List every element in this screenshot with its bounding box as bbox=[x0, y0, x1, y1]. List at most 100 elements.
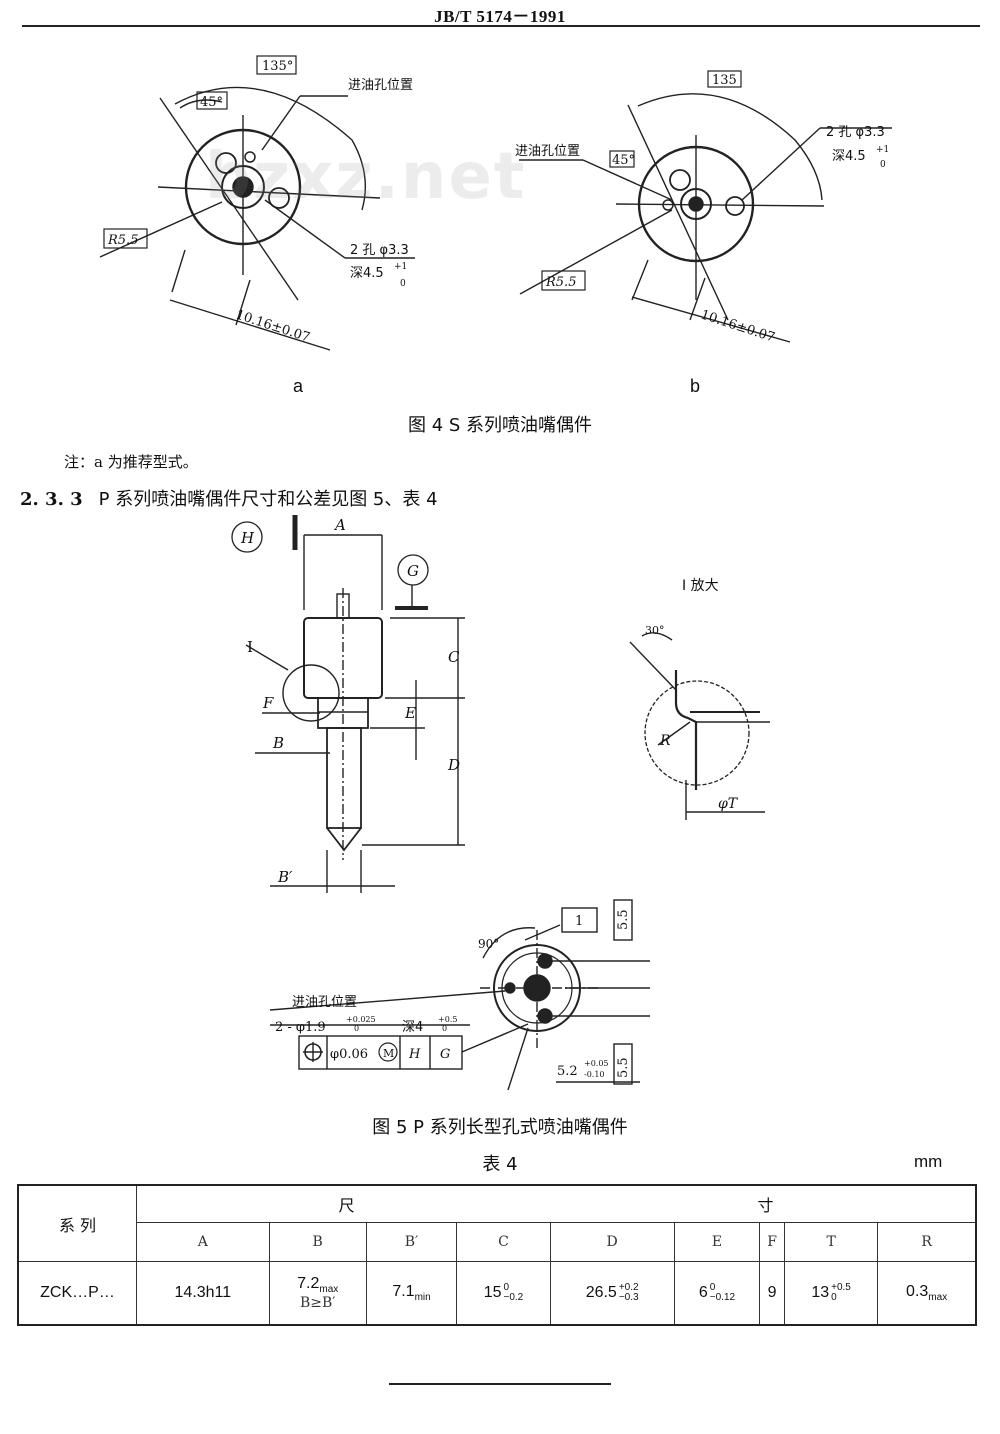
page-header: JB/T 5174－1991 bbox=[0, 0, 1000, 27]
dim-E-label: E bbox=[404, 704, 416, 722]
fig4b-holes: 2 孔 φ3.3 bbox=[826, 125, 885, 140]
datum-H: H bbox=[240, 529, 255, 547]
cell-R: 0.3max bbox=[877, 1261, 977, 1326]
dim-D-label: D bbox=[447, 756, 460, 774]
endview-dim-5.5-bottom: 5.5 bbox=[616, 1057, 631, 1078]
column-header-E: E bbox=[673, 1222, 761, 1262]
dimension-header-left: 尺 bbox=[338, 1196, 355, 1215]
table4: 系 列 尺寸 A B B′ C D E F T R ZCK…P… 14.3h11… bbox=[17, 1184, 977, 1326]
column-header-D: D bbox=[549, 1222, 675, 1262]
fig4-sublabel-b: b bbox=[690, 376, 701, 396]
fig4a-holes: 2 孔 φ3.3 bbox=[350, 243, 409, 258]
cell-D-main: 26.5 bbox=[585, 1284, 617, 1302]
cell-C-lo: −0.2 bbox=[503, 1292, 524, 1303]
endview-dim-5.5-top: 5.5 bbox=[616, 909, 631, 930]
fig4-sublabel-a: a bbox=[293, 376, 304, 396]
fig4a-depth-lo: 0 bbox=[400, 279, 406, 289]
dim-C-label: C bbox=[448, 648, 460, 666]
endview-holes: 2 - φ1.9 bbox=[275, 1020, 326, 1035]
fig4a-radius: R5.5 bbox=[107, 233, 138, 248]
datum-G: G bbox=[407, 562, 419, 580]
figure5-endview-drawing bbox=[269, 899, 650, 1091]
endview-holes-lo: 0 bbox=[354, 1024, 359, 1033]
dimension-header: 尺寸 bbox=[136, 1184, 977, 1223]
detail-enlarge-title: I 放大 bbox=[682, 578, 719, 594]
column-header-C: C bbox=[456, 1222, 551, 1262]
cell-Bprime-main: 7.1 bbox=[392, 1282, 415, 1300]
column-header-B: B bbox=[268, 1222, 367, 1262]
figure5-detail-drawing bbox=[629, 632, 770, 820]
cell-B-note: B≥B′ bbox=[299, 1295, 336, 1312]
fig4b-depth-up: +1 bbox=[876, 145, 889, 155]
tol-frame-M: M bbox=[383, 1047, 394, 1060]
cell-B-sub: max bbox=[319, 1284, 339, 1296]
endview-box-1: 1 bbox=[575, 914, 583, 929]
cell-D-up: +0.2 bbox=[618, 1282, 639, 1293]
endview-dim-5.2-lo: -0.10 bbox=[584, 1070, 605, 1079]
tol-frame-H: H bbox=[408, 1047, 421, 1062]
cell-B-main: 7.2 bbox=[297, 1274, 320, 1292]
dim-F-label: F bbox=[262, 694, 274, 712]
endview-hole-depth-up: +0.5 bbox=[438, 1015, 457, 1024]
endview-holes-up: +0.025 bbox=[346, 1015, 376, 1024]
figure5-nozzle-labels: H G A C D E F B B′ I bbox=[240, 516, 460, 886]
column-header-R: R bbox=[877, 1222, 977, 1262]
column-header-A: A bbox=[136, 1222, 270, 1262]
column-header-Bprime: B′ bbox=[365, 1222, 458, 1262]
figure5-endview-labels: 1 5.5 5.5 90° 进油孔位置 2 - φ1.9 +0.025 0 深4… bbox=[275, 909, 631, 1079]
cell-E-main: 6 bbox=[698, 1284, 708, 1302]
detail-radius-R: R bbox=[659, 733, 671, 749]
fig4b-oil-hole: 进油孔位置 bbox=[515, 144, 580, 159]
cell-A: 14.3h11 bbox=[136, 1261, 270, 1326]
dim-B-label: B bbox=[272, 734, 284, 752]
cell-B: 7.2max B≥B′ bbox=[268, 1261, 367, 1326]
figure4-note: 注：a 为推荐型式。 bbox=[64, 453, 198, 471]
cell-T-up: +0.5 bbox=[831, 1282, 851, 1293]
figure5-detail-labels: I 放大 30° R φT bbox=[645, 578, 739, 812]
cell-D: 26.5+0.2−0.3 bbox=[549, 1261, 675, 1326]
endview-hole-depth: 深4 bbox=[402, 1020, 423, 1035]
fig4b-depth: 深4.5 bbox=[832, 149, 866, 164]
cell-E-up: 0 bbox=[709, 1282, 716, 1293]
endview-angle-90: 90° bbox=[478, 937, 499, 951]
fig4a-depth: 深4.5 bbox=[350, 266, 384, 281]
cell-R-main: 0.3 bbox=[906, 1282, 929, 1300]
cell-C-up: 0 bbox=[503, 1282, 510, 1293]
detail-dim-T: φT bbox=[718, 796, 739, 812]
column-header-T: T bbox=[783, 1222, 879, 1262]
table4-title: 表 4 bbox=[482, 1154, 518, 1175]
dimension-header-right: 寸 bbox=[757, 1196, 774, 1215]
column-header-F: F bbox=[759, 1222, 785, 1262]
detail-I-label: I bbox=[247, 638, 253, 656]
fig4a-angle-135: 135° bbox=[262, 59, 293, 74]
figure4-a-drawing bbox=[99, 55, 415, 351]
figure5-nozzle-drawing bbox=[231, 515, 465, 893]
fig4a-dim: 10.16±0.07 bbox=[234, 308, 312, 346]
section-2-3-3: 2. 3. 3 P 系列喷油嘴偶件尺寸和公差见图 5、表 4 bbox=[20, 485, 438, 511]
detail-angle-30: 30° bbox=[645, 624, 665, 637]
endview-dim-5.2: 5.2 bbox=[557, 1064, 578, 1079]
fig4a-depth-up: +1 bbox=[394, 262, 407, 272]
series-header: 系 列 bbox=[17, 1184, 137, 1262]
footer-rule bbox=[389, 1383, 611, 1385]
table4-unit: mm bbox=[914, 1152, 943, 1171]
cell-E-lo: −0.12 bbox=[709, 1292, 736, 1303]
cell-F: 9 bbox=[759, 1261, 785, 1326]
section-number: 2. 3. 3 bbox=[20, 489, 83, 510]
dim-Bprime-label: B′ bbox=[277, 868, 293, 886]
endview-dim-5.2-up: +0.05 bbox=[584, 1059, 609, 1068]
cell-Bprime-sub: min bbox=[414, 1292, 431, 1304]
standard-number: JB/T 5174－1991 bbox=[434, 7, 566, 26]
section-text: P 系列喷油嘴偶件尺寸和公差见图 5、表 4 bbox=[98, 489, 438, 510]
fig4b-dim: 10.16±0.07 bbox=[699, 308, 777, 346]
watermark: bzxz.net bbox=[205, 140, 527, 214]
cell-Bprime: 7.1min bbox=[365, 1261, 458, 1326]
fig4a-oil-hole: 进油孔位置 bbox=[348, 78, 413, 93]
endview-hole-depth-lo: 0 bbox=[442, 1024, 447, 1033]
cell-C-main: 15 bbox=[483, 1284, 502, 1302]
